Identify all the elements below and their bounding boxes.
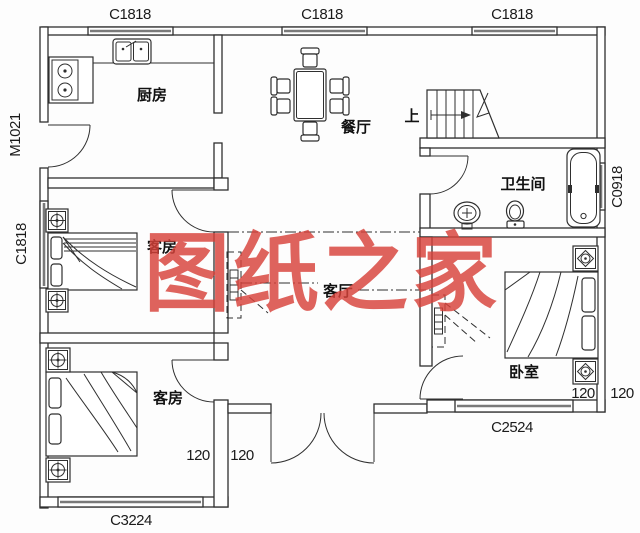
wall-entrance-right (373, 403, 428, 414)
dim-left-window: C1818 (13, 223, 30, 265)
kitchen-fixtures (48, 38, 214, 104)
label-dining: 餐厅 (341, 118, 371, 136)
wall-living-west-a (213, 177, 229, 191)
dim-entry-offset-left: 120 (186, 447, 210, 464)
window-c1818-top-1 (87, 26, 174, 36)
nightstand-guest2-bottom (45, 457, 71, 483)
toilet (505, 200, 525, 229)
kitchen-sink (112, 38, 152, 65)
wall-guest-divider (39, 332, 215, 344)
window-c3224-bottom (57, 496, 204, 508)
label-bedroom: 卧室 (509, 363, 539, 381)
bed-bedroom (504, 271, 599, 359)
nightstand-bedroom-top (572, 245, 599, 272)
dining-set (270, 47, 350, 142)
wall-kitchen-right-lower (213, 142, 223, 179)
dim-bedroom-window: C2524 (491, 419, 533, 436)
wall-living-west-b (213, 231, 229, 334)
doors (47, 124, 469, 464)
nightstand-guest2-top (45, 347, 71, 373)
label-stairs-up: 上 (404, 108, 419, 125)
stairs-break-line (476, 92, 490, 118)
bed-guest1 (47, 232, 138, 291)
door-main-entrance-double (270, 412, 375, 464)
nightstand-guest1-bottom (45, 288, 69, 313)
stairs (426, 89, 500, 139)
dim-bottom-left-window: C3224 (110, 512, 152, 529)
dim-entry-offset-right: 120 (230, 447, 254, 464)
wall-bath-left-a (419, 147, 431, 157)
dim-bedroom-offset-right: 120 (610, 385, 634, 402)
label-guest-room-1: 客房 (146, 238, 177, 256)
wall-entrance-left (227, 403, 272, 414)
label-bathroom: 卫生间 (500, 175, 545, 193)
bathroom-fixtures (453, 148, 601, 230)
wall-kitchen-bottom (47, 177, 215, 189)
ac-unit-right (358, 289, 491, 348)
door-bedroom (419, 355, 464, 400)
bathtub (566, 148, 601, 228)
wall-living-west-c (213, 342, 229, 361)
dining-table (293, 68, 327, 122)
door-bathroom (429, 155, 469, 195)
stove (48, 56, 94, 104)
wall-step-vertical (213, 399, 229, 508)
dim-right-window: C0918 (609, 166, 626, 208)
wall-hall-bottom (419, 137, 606, 149)
door-guest1 (171, 189, 215, 233)
room-labels: 厨房 餐厅 卫生间 客房 客厅 卧室 客房 上 (137, 86, 546, 407)
dim-left-door: M1021 (7, 113, 24, 157)
door-kitchen-entry-m1021 (47, 124, 91, 168)
window-c2524-bedroom (454, 399, 574, 413)
washbasin (453, 201, 481, 230)
windows (39, 26, 606, 508)
dining-chairs (270, 47, 350, 142)
nightstand-bedroom-bottom (572, 358, 599, 385)
window-c1818-top-2 (281, 26, 368, 36)
dimension-labels: C1818 C1818 C1818 M1021 C1818 C0918 C322… (7, 6, 634, 529)
label-kitchen: 厨房 (137, 86, 167, 104)
dim-top-window-1: C1818 (109, 6, 151, 23)
dim-top-window-3: C1818 (491, 6, 533, 23)
bed-guest2 (45, 371, 138, 457)
label-guest-room-2: 客房 (152, 389, 183, 407)
stairs-arrow-head (461, 111, 471, 119)
nightstand-guest1-top (45, 208, 69, 233)
watermark-text: 图纸之家 (144, 223, 500, 324)
ac-unit-left (226, 251, 318, 319)
wall-left-upper (39, 26, 49, 123)
label-living: 客厅 (322, 282, 353, 300)
dim-bedroom-offset-left: 120 (571, 385, 595, 402)
wall-kitchen-right-upper (213, 34, 223, 114)
dim-top-window-2: C1818 (301, 6, 343, 23)
door-guest2 (171, 359, 215, 403)
window-c1818-top-3 (471, 26, 558, 36)
